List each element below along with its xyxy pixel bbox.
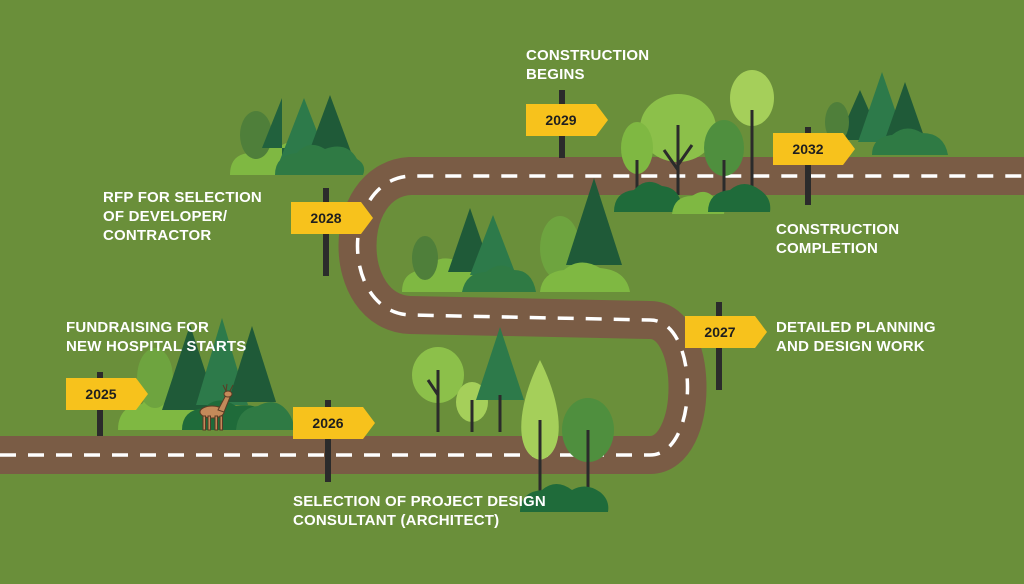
round-tree-icon (412, 236, 438, 280)
milestone-description-line: CONSTRUCTION (526, 47, 650, 64)
bush-icon (708, 184, 771, 212)
signpost-icon: 2032 (773, 127, 855, 205)
milestone-description: SELECTION OF PROJECT DESIGN CONSULTANT (A… (293, 492, 546, 530)
round-tree-icon (730, 70, 774, 126)
milestone-description-line: OF DEVELOPER/ (103, 208, 228, 225)
tree-cluster-top-left (230, 95, 365, 175)
pine-tree-icon (476, 327, 524, 400)
round-tree-icon (704, 120, 744, 176)
signpost-icon: 2025 (66, 372, 148, 436)
bush-icon (462, 265, 536, 292)
milestone-description-line: COMPLETION (776, 240, 878, 257)
year-label: 2025 (85, 386, 116, 402)
year-sign-board (291, 202, 373, 234)
year-label: 2029 (545, 112, 576, 128)
year-label: 2027 (704, 324, 735, 340)
milestone-description: RFP FOR SELECTION OF DEVELOPER/CONTRACTOR (103, 188, 262, 245)
bush-icon (236, 402, 294, 430)
year-sign-board (685, 316, 767, 348)
milestone-description-line: FUNDRAISING FOR (66, 319, 209, 336)
tree-cluster-center (402, 178, 630, 292)
milestone-description: FUNDRAISING FOR NEW HOSPITAL STARTS (66, 318, 246, 356)
round-tree-icon (621, 122, 653, 174)
pine-tree-icon (884, 82, 926, 142)
bush-icon (540, 262, 630, 292)
milestone-description-line: AND DESIGN WORK (776, 338, 925, 355)
signpost-icon: 2026 (293, 400, 375, 482)
signposts: 2025 2026 2027 2028 2029 2032 (66, 90, 855, 482)
signpost-icon: 2029 (526, 90, 608, 158)
year-sign-board (773, 133, 855, 165)
round-tree-icon (521, 360, 559, 460)
year-sign-board (293, 407, 375, 439)
year-sign-board (66, 378, 148, 410)
winding-road (0, 157, 1024, 474)
year-label: 2026 (312, 415, 343, 431)
signpost-icon: 2027 (685, 302, 767, 390)
milestone-description: CONSTRUCTION COMPLETION (776, 220, 899, 258)
milestone-description-line: DETAILED PLANNING (776, 319, 936, 336)
sign-post (325, 400, 331, 482)
milestone-description-line: NEW HOSPITAL STARTS (66, 338, 247, 355)
year-label: 2028 (310, 210, 341, 226)
deer-icon (199, 383, 234, 431)
milestone-description-line: CONTRACTOR (103, 227, 212, 244)
pine-tree-icon (228, 326, 276, 402)
milestone-description-line: CONSTRUCTION (776, 221, 900, 238)
signpost-icon: 2028 (291, 188, 373, 276)
milestone-description-line: BEGINS (526, 66, 585, 83)
bush-icon (872, 128, 948, 155)
bush-icon (614, 181, 682, 212)
milestone-description: DETAILED PLANNING AND DESIGN WORK (776, 318, 936, 356)
bush-icon (520, 484, 609, 512)
pine-tree-icon (306, 95, 354, 160)
pine-tree-icon (470, 215, 516, 275)
year-sign-board (526, 104, 608, 136)
milestone-description: CONSTRUCTION BEGINS (526, 46, 649, 84)
milestone-description-line: SELECTION OF PROJECT DESIGN (293, 493, 546, 510)
bush-icon (275, 144, 365, 175)
tree-cluster-bottom-middle (412, 327, 614, 512)
year-label: 2032 (792, 141, 823, 157)
round-tree-icon (825, 102, 849, 142)
tree-cluster-top-right (614, 70, 948, 214)
sign-post (805, 127, 811, 205)
pine-tree-icon (566, 178, 622, 265)
milestone-description-line: CONSULTANT (ARCHITECT) (293, 512, 500, 529)
milestone-description-line: RFP FOR SELECTION (103, 189, 262, 206)
